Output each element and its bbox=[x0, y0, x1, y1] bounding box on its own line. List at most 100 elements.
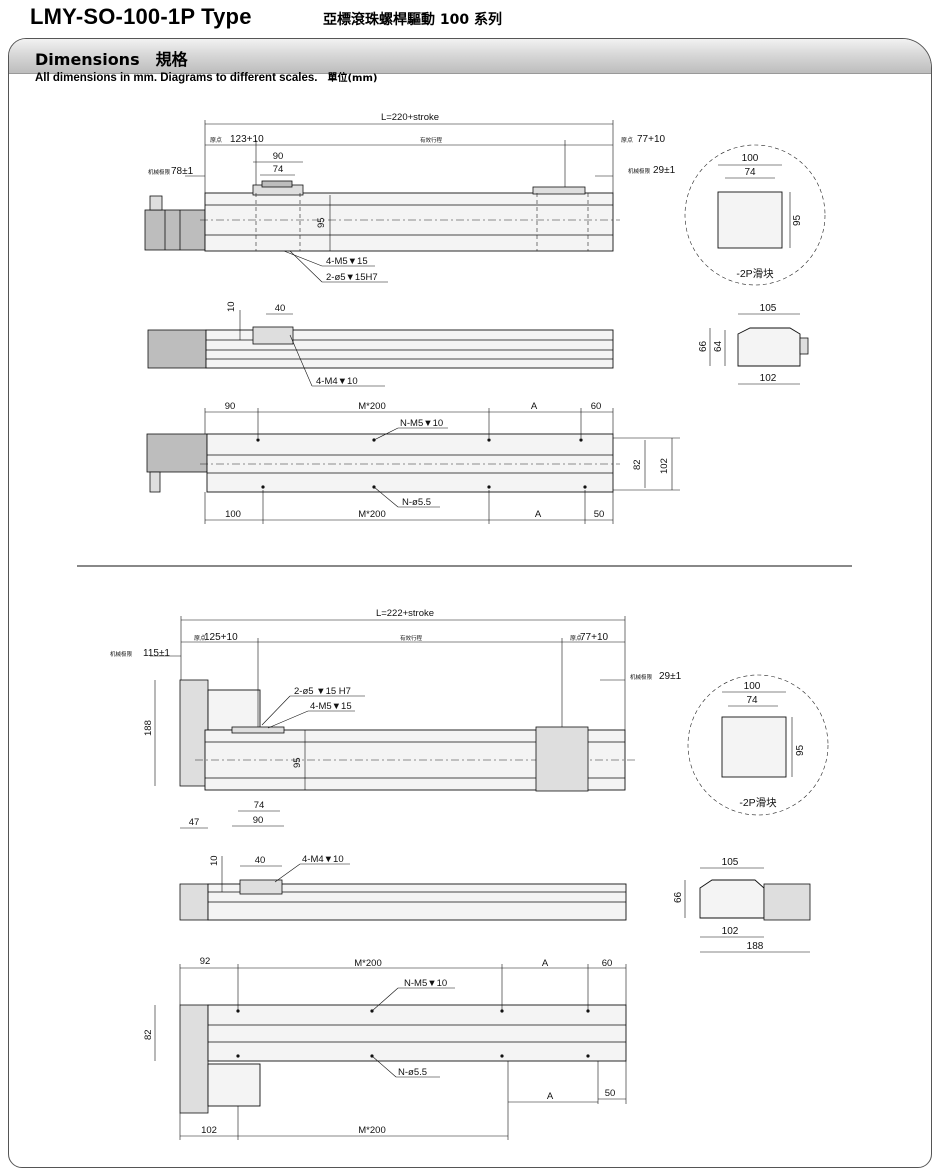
d1-top-50: 50 bbox=[594, 509, 605, 520]
d1-end-66: 66 bbox=[698, 340, 709, 352]
d2-end-102: 102 bbox=[722, 926, 739, 937]
d2-left-prefix: 原点 bbox=[194, 634, 206, 642]
d1-top-view: 90 M*200 A 60 N-M5▼10 82 102 N-ø5.5 100 … bbox=[146, 401, 680, 524]
d1-top-90: 90 bbox=[225, 401, 236, 412]
d1-end-102: 102 bbox=[760, 373, 777, 384]
d1-mid-label: 有效行程 bbox=[420, 136, 443, 144]
d1-circle-width: 100 bbox=[742, 153, 759, 164]
d2-circle-detail: 100 74 95 -2P滑块 bbox=[687, 674, 829, 816]
d1-circle-inner: 74 bbox=[744, 167, 756, 178]
d1-circle-detail: 100 74 95 -2P滑块 bbox=[684, 144, 826, 286]
d2-top-102: 102 bbox=[201, 1125, 217, 1136]
d1-top-nm5: N-M5▼10 bbox=[400, 418, 443, 429]
d2-right-prefix: 原点 bbox=[570, 634, 582, 642]
d2-circle-height: 95 bbox=[795, 744, 806, 756]
d2-top-82: 82 bbox=[143, 1029, 154, 1040]
d1-top-n55: N-ø5.5 bbox=[402, 497, 431, 508]
d2-top-m200: M*200 bbox=[354, 958, 381, 969]
d2-top-60: 60 bbox=[602, 958, 613, 969]
d1-left-end: 123+10 bbox=[230, 134, 264, 145]
d2-top-ab: A bbox=[547, 1091, 554, 1102]
section-note: All dimensions in mm. Diagrams to differ… bbox=[35, 69, 377, 84]
d2-end-105: 105 bbox=[722, 857, 739, 868]
d1-top-a: A bbox=[531, 401, 538, 412]
d1-front-40: 40 bbox=[275, 303, 286, 314]
d2-top-a: A bbox=[542, 958, 549, 969]
page-subtitle: 亞標滾珠螺桿驅動 100 系列 bbox=[323, 12, 502, 28]
d2-height-95: 95 bbox=[292, 757, 303, 768]
d1-motor-offset-prefix: 机械极限 bbox=[148, 168, 171, 176]
unit-note: 單位(mm) bbox=[327, 73, 378, 84]
d2-top-m200b: M*200 bbox=[358, 1125, 385, 1136]
panel-header-band bbox=[9, 39, 931, 74]
d2-end-66: 66 bbox=[673, 891, 684, 903]
d1-note-pin: 2-ø5▼15H7 bbox=[326, 272, 378, 283]
d1-side-view: L=220+stroke 原点 123+10 有效行程 原点 77+10 90 … bbox=[144, 112, 676, 283]
d1-top-60: 60 bbox=[591, 401, 602, 412]
d2-mid-label: 有效行程 bbox=[400, 634, 423, 642]
d2-front-view: 10 40 4-M4▼10 bbox=[179, 854, 627, 921]
d1-right-end: 77+10 bbox=[637, 134, 666, 145]
d1-motor bbox=[144, 209, 206, 251]
d1-circle-height: 95 bbox=[792, 214, 803, 226]
d2-note-pin: 2-ø5 ▼15 H7 bbox=[294, 686, 351, 697]
d1-right-offset: 29±1 bbox=[653, 165, 676, 176]
d1-height: 95 bbox=[316, 217, 327, 228]
d1-total-length: L=220+stroke bbox=[381, 112, 439, 123]
d2-circle-width: 100 bbox=[744, 681, 761, 692]
d1-top-100: 100 bbox=[225, 509, 241, 520]
d1-right-offset-prefix: 机械极限 bbox=[628, 167, 651, 175]
d2-top-view: 92 M*200 A 60 N-M5▼10 82 N-ø5.5 A 50 102… bbox=[143, 956, 627, 1140]
d2-front-10: 10 bbox=[209, 855, 220, 866]
section-title: Dimensions 規格 bbox=[35, 50, 188, 69]
d1-top-m200b: M*200 bbox=[358, 509, 385, 520]
d2-side-view: L=222+stroke 原点 125+10 有效行程 原点 77+10 机械极… bbox=[110, 608, 682, 829]
d1-rail-body bbox=[204, 192, 614, 252]
d2-front-note: 4-M4▼10 bbox=[302, 854, 344, 865]
d1-right-prefix: 原点 bbox=[621, 136, 633, 144]
d1-motor-offset: 78±1 bbox=[171, 166, 194, 177]
d2-top-50: 50 bbox=[605, 1088, 616, 1099]
d1-left-prefix: 原点 bbox=[210, 136, 222, 144]
d2-side-90: 90 bbox=[253, 815, 264, 826]
d2-motor-offset: 115±1 bbox=[143, 648, 170, 659]
d2-end-view: 105 66 102 188 bbox=[673, 857, 811, 953]
section-note-text: All dimensions in mm. Diagrams to differ… bbox=[35, 72, 318, 84]
d2-detail-circle bbox=[687, 674, 829, 816]
d2-note-m5: 4-M5▼15 bbox=[310, 701, 352, 712]
d1-front-10: 10 bbox=[226, 301, 237, 312]
d2-front-40: 40 bbox=[255, 855, 266, 866]
d1-top-m200: M*200 bbox=[358, 401, 385, 412]
d2-total-length: L=222+stroke bbox=[376, 608, 434, 619]
d1-top-ab: A bbox=[535, 509, 542, 520]
d1-circle-label: -2P滑块 bbox=[736, 268, 774, 280]
page-title: LMY-SO-100-1P Type bbox=[30, 4, 252, 29]
d2-top-nm5: N-M5▼10 bbox=[404, 978, 447, 989]
d1-end-64: 64 bbox=[713, 340, 724, 352]
d2-left-end: 125+10 bbox=[204, 632, 238, 643]
d1-top-102: 102 bbox=[659, 458, 670, 474]
d2-end-188: 188 bbox=[747, 941, 764, 952]
d1-end-105: 105 bbox=[760, 303, 777, 314]
d1-top-82: 82 bbox=[632, 459, 643, 470]
d2-right-end: 77+10 bbox=[580, 632, 609, 643]
d2-circle-inner: 74 bbox=[746, 695, 758, 706]
d1-end-view: 105 66 64 102 bbox=[698, 303, 809, 385]
d1-slider-inner: 74 bbox=[273, 164, 284, 175]
d2-motor-offset-prefix: 机械极限 bbox=[110, 650, 133, 658]
d1-note-m5: 4-M5▼15 bbox=[326, 256, 368, 267]
d1-detail-circle bbox=[684, 144, 826, 286]
d1-motor-cap bbox=[149, 195, 163, 211]
d2-height-188: 188 bbox=[143, 720, 154, 736]
d1-slider-width: 90 bbox=[273, 151, 284, 162]
d2-right-offset: 29±1 bbox=[659, 671, 682, 682]
d1-front-view: 10 40 4-M4▼10 bbox=[147, 301, 614, 387]
d2-side-47: 47 bbox=[189, 817, 200, 828]
d2-top-92: 92 bbox=[200, 956, 211, 967]
d2-circle-label: -2P滑块 bbox=[739, 797, 777, 809]
d2-top-n55: N-ø5.5 bbox=[398, 1067, 427, 1078]
d1-front-note: 4-M4▼10 bbox=[316, 376, 358, 387]
d2-side-74: 74 bbox=[254, 800, 265, 811]
d2-right-offset-prefix: 机械极限 bbox=[630, 673, 653, 681]
